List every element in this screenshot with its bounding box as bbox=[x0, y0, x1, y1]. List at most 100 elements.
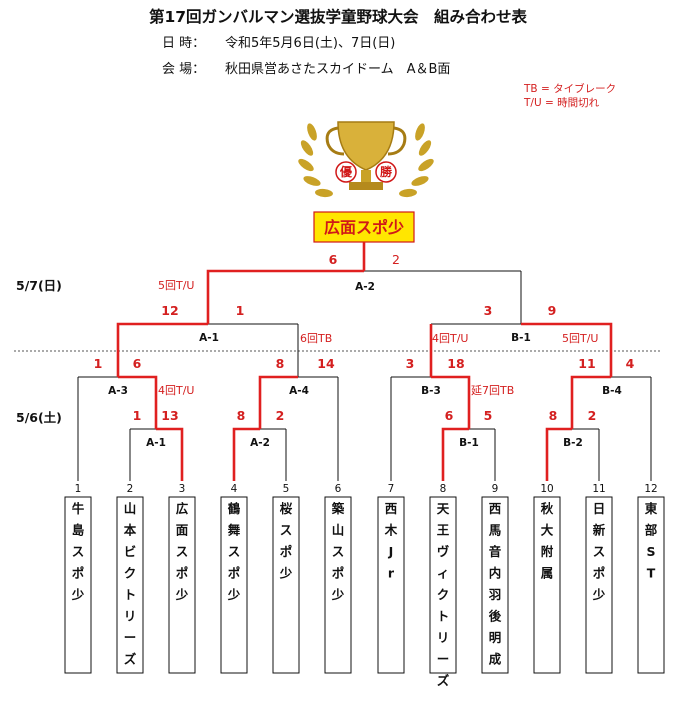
team-name-char: ト bbox=[124, 587, 137, 602]
team-name-char: 羽 bbox=[489, 587, 502, 602]
team-name-char: ー bbox=[437, 652, 450, 667]
date-value: 令和5年5月6日(土)、7日(日) bbox=[225, 36, 395, 51]
team-name-char: 部 bbox=[645, 523, 658, 538]
team-name-char: 後 bbox=[489, 609, 502, 624]
trophy-icon: 優 勝 bbox=[298, 121, 434, 198]
team-name-char: ポ bbox=[593, 566, 606, 581]
team-name-char: 少 bbox=[592, 587, 606, 602]
page-title: 第17回ガンバルマン選抜学童野球大会 組み合わせ表 bbox=[149, 7, 528, 26]
team-name-char: 成 bbox=[489, 652, 502, 667]
team-box bbox=[116, 496, 144, 674]
match-r1b1-label: B-1 bbox=[459, 437, 479, 449]
team-seed: 6 bbox=[335, 483, 342, 495]
note-b1-left: 4回T/U bbox=[432, 332, 468, 345]
team-name-char: 日 bbox=[593, 501, 606, 516]
team-name-char: 新 bbox=[593, 523, 606, 538]
team-name-char: ク bbox=[124, 566, 137, 581]
trophy-char-2: 勝 bbox=[380, 164, 393, 179]
team-name-char: 西 bbox=[489, 501, 502, 516]
team-seed: 7 bbox=[388, 483, 395, 495]
team-name-char: 本 bbox=[124, 523, 137, 538]
team-box bbox=[377, 496, 405, 674]
team-name-char: 属 bbox=[541, 566, 554, 581]
score-r1b2-left: 8 bbox=[549, 408, 558, 423]
match-a1-label: A-1 bbox=[199, 332, 219, 344]
team-name-char: 東 bbox=[645, 501, 658, 516]
match-r1a2-label: A-2 bbox=[250, 437, 270, 449]
team-name-char: ー bbox=[124, 630, 137, 645]
score-b3-right: 18 bbox=[447, 356, 464, 371]
team-name-char: ポ bbox=[228, 566, 241, 581]
team-name-char: ズ bbox=[437, 673, 450, 688]
team-name-char: S bbox=[646, 544, 655, 559]
team-name-char: 牛 bbox=[72, 501, 85, 516]
note-a4: 6回TB bbox=[300, 332, 332, 345]
day2-label: 5/7(日) bbox=[16, 278, 62, 293]
team-name-char: 舞 bbox=[227, 523, 241, 538]
legend-tiebreak: TB = タイブレーク bbox=[523, 82, 616, 95]
note-a3: 4回T/U bbox=[158, 384, 194, 397]
team-name-char: 島 bbox=[72, 523, 85, 538]
team-name-char: ス bbox=[176, 544, 189, 559]
team-name-char: 西 bbox=[385, 501, 398, 516]
team-seed: 3 bbox=[179, 483, 186, 495]
venue-value: 秋田県営あさたスカイドーム A＆B面 bbox=[225, 62, 450, 77]
team-box bbox=[220, 496, 248, 674]
team-name-char: 築 bbox=[331, 501, 345, 516]
score-b3-left: 3 bbox=[406, 356, 415, 371]
score-a3-right: 6 bbox=[133, 356, 142, 371]
score-a1-right: 1 bbox=[236, 303, 245, 318]
team-name-char: 内 bbox=[489, 566, 502, 581]
winner-lines bbox=[116, 242, 613, 481]
date-label: 日 時： bbox=[162, 36, 205, 51]
team-name-char: ス bbox=[228, 544, 241, 559]
team-name-char: ポ bbox=[280, 544, 293, 559]
team-name-char: ポ bbox=[72, 566, 85, 581]
team-name-char: 明 bbox=[489, 630, 502, 645]
score-r1a1-left: 1 bbox=[133, 408, 142, 423]
team-name-char: ズ bbox=[124, 652, 137, 667]
match-b1-label: B-1 bbox=[511, 332, 531, 344]
team-seed: 11 bbox=[592, 483, 605, 495]
team-name-char: r bbox=[388, 566, 395, 581]
team-box bbox=[429, 496, 457, 674]
match-r1b2-label: B-2 bbox=[563, 437, 583, 449]
team-seed: 5 bbox=[283, 483, 290, 495]
score-final-left: 6 bbox=[329, 252, 338, 267]
score-r1b1-right: 5 bbox=[484, 408, 493, 423]
team-name: 広面スポ少 bbox=[175, 501, 189, 602]
team-name-char: 少 bbox=[279, 566, 293, 581]
team-name-char: 広 bbox=[176, 501, 189, 516]
venue-label: 会 場： bbox=[162, 62, 205, 77]
team-name-char: 少 bbox=[175, 587, 189, 602]
team-name-char: ポ bbox=[332, 566, 345, 581]
bracket-lines bbox=[77, 270, 652, 481]
team-seed: 2 bbox=[127, 483, 134, 495]
team-name-char: ク bbox=[437, 587, 450, 602]
trophy-char-1: 優 bbox=[339, 164, 353, 179]
match-a3-label: A-3 bbox=[108, 385, 128, 397]
team-box bbox=[272, 496, 300, 674]
match-b3-label: B-3 bbox=[421, 385, 441, 397]
match-b4-label: B-4 bbox=[602, 385, 622, 397]
champion-name: 広面スポ少 bbox=[324, 218, 404, 237]
team-box bbox=[64, 496, 92, 674]
team-box bbox=[481, 496, 509, 674]
score-r1a2-right: 2 bbox=[276, 408, 285, 423]
team-name-char: ビ bbox=[124, 544, 137, 559]
score-a3-left: 1 bbox=[94, 356, 103, 371]
team-box bbox=[585, 496, 613, 674]
team-name-char: 秋 bbox=[541, 501, 554, 516]
match-a4-label: A-4 bbox=[289, 385, 309, 397]
team-name-char: 大 bbox=[541, 523, 554, 538]
